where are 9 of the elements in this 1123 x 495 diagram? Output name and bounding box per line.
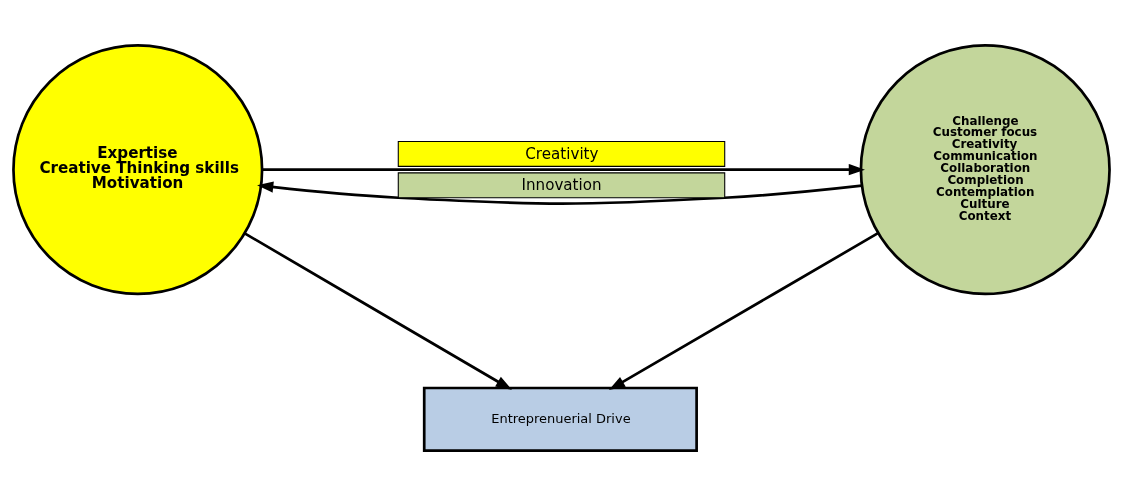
arrow — [608, 231, 879, 390]
arrow — [262, 163, 865, 175]
edge-label: Innovation — [521, 175, 602, 194]
edge-label: Creativity — [525, 144, 599, 162]
arrow — [257, 180, 863, 205]
node-circle: Challenge Customer focus Creativity Communication Collaboration Completion Contemplation Culture Context — [859, 43, 1111, 295]
arrow — [244, 231, 512, 390]
node-box: Entreprenuerial Drive — [422, 386, 698, 452]
node-circle: Expertise Creative Thinking skills Motivation — [12, 43, 264, 295]
